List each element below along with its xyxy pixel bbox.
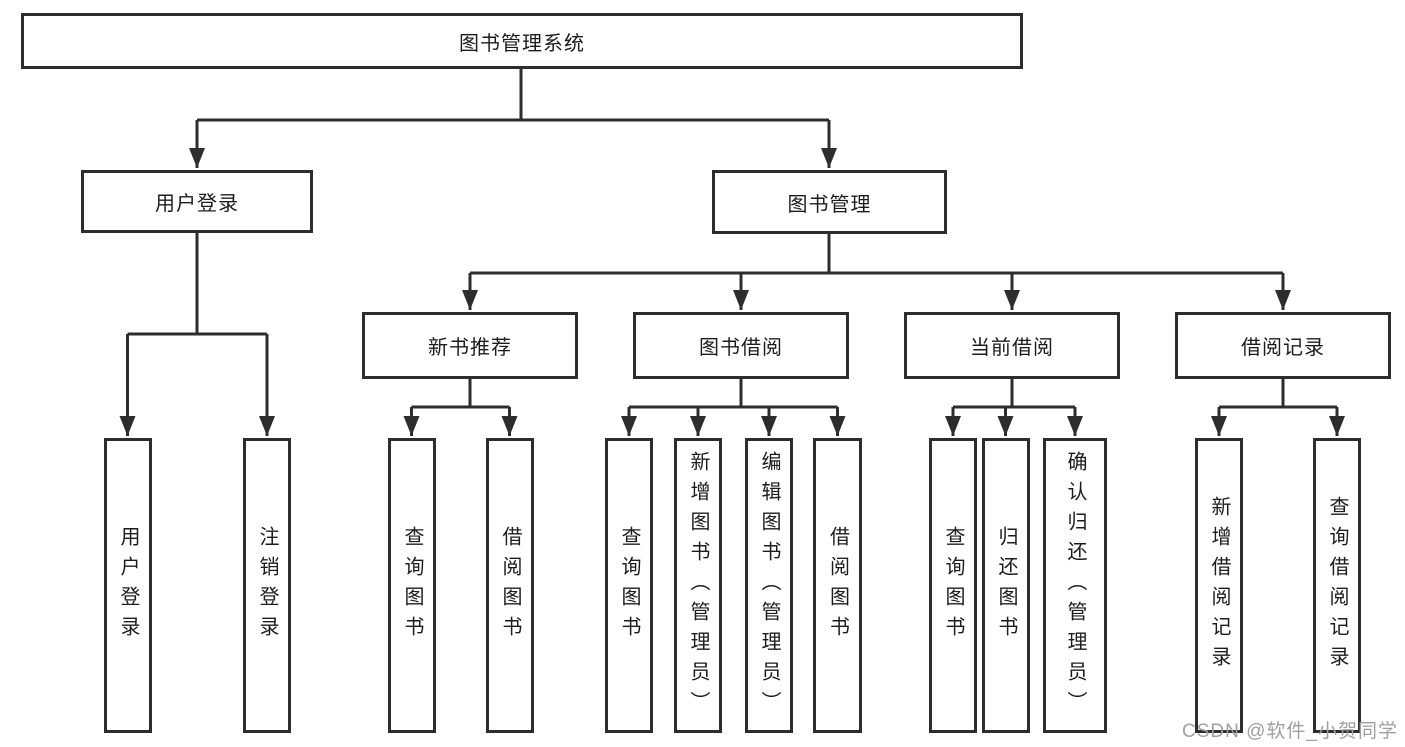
node-current-borrowing: 当前借阅 bbox=[904, 312, 1120, 379]
node-new-book-recommend: 新书推荐 bbox=[362, 312, 578, 379]
leaf-edit-books-admin: 编辑图书（管理员） bbox=[745, 438, 793, 733]
leaf-query-books-current: 查询图书 bbox=[929, 438, 977, 733]
node-user-login-branch: 用户登录 bbox=[81, 170, 313, 233]
leaf-query-books-borrowing: 查询图书 bbox=[605, 438, 653, 733]
leaf-borrow-books-recommend: 借阅图书 bbox=[486, 438, 534, 733]
node-library-system: 图书管理系统 bbox=[21, 13, 1023, 69]
leaf-add-borrow-record: 新增借阅记录 bbox=[1195, 438, 1243, 733]
leaf-logout-login: 注销登录 bbox=[243, 438, 291, 733]
node-book-borrowing: 图书借阅 bbox=[633, 312, 849, 379]
leaf-return-books: 归还图书 bbox=[982, 438, 1030, 733]
leaf-borrow-books-borrowing: 借阅图书 bbox=[813, 438, 862, 733]
csdn-watermark: CSDN @软件_小贺同学 bbox=[1182, 721, 1398, 742]
node-borrowing-records: 借阅记录 bbox=[1175, 312, 1391, 379]
leaf-query-borrow-record: 查询借阅记录 bbox=[1313, 438, 1361, 733]
node-book-management-branch: 图书管理 bbox=[712, 170, 947, 234]
leaf-confirm-return-admin: 确认归还（管理员） bbox=[1043, 438, 1107, 733]
leaf-add-books-admin: 新增图书（管理员） bbox=[674, 438, 722, 733]
leaf-query-books-recommend: 查询图书 bbox=[388, 438, 436, 733]
leaf-user-login: 用户登录 bbox=[104, 438, 152, 733]
